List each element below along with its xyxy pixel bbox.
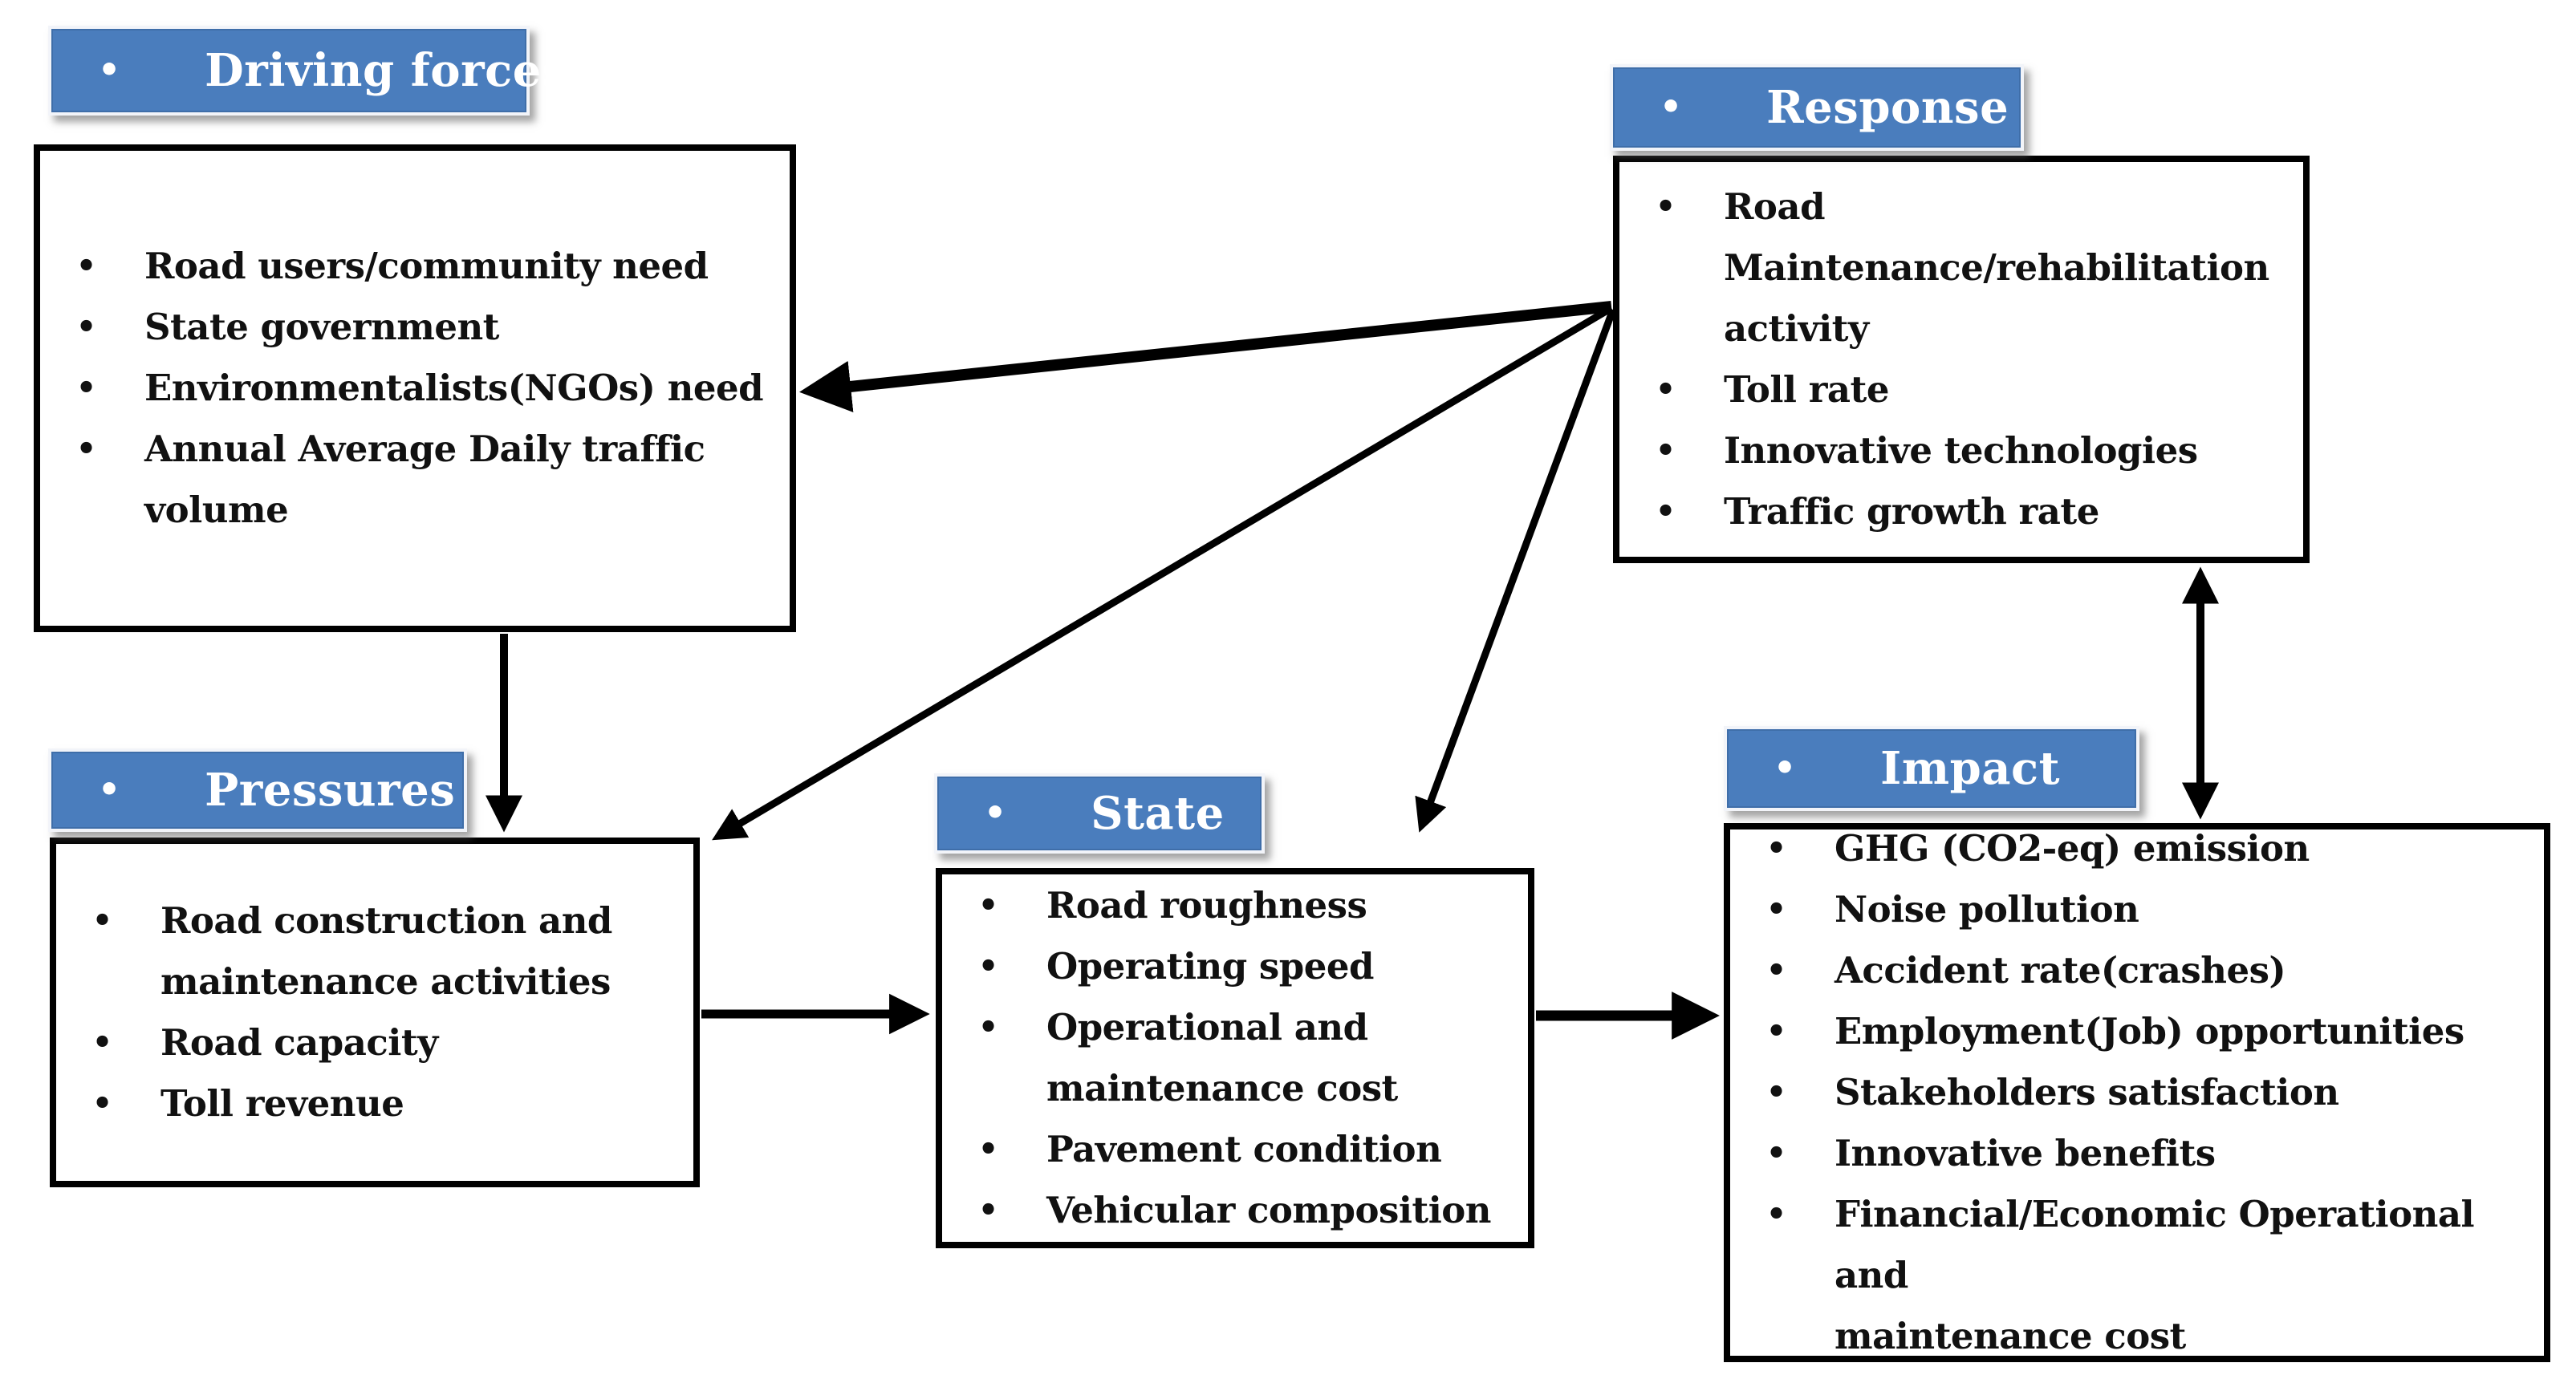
- arrow-response-to-driving-forces: [798, 301, 1612, 412]
- list-item: • Noise pollution: [1730, 879, 2544, 940]
- arrow-response-to-pressures: [712, 305, 1614, 841]
- arrow-response-to-state: [1415, 308, 1617, 833]
- list-item-text: Noise pollution: [1834, 888, 2139, 931]
- bullet-icon: •: [75, 430, 97, 468]
- list-item: • Pavement condition: [942, 1119, 1528, 1180]
- bullet-icon: •: [977, 947, 999, 985]
- list-item-text: Operating speed: [1046, 945, 1374, 988]
- list-item: • Road construction and maintenance acti…: [56, 890, 693, 1012]
- list-item-text: Road users/community need: [144, 245, 709, 287]
- bullet-icon: •: [91, 902, 113, 939]
- list-item-text: Financial/Economic Operational and maint…: [1834, 1193, 2475, 1357]
- bullet-icon: •: [1655, 493, 1676, 530]
- bullet-icon: •: [75, 308, 97, 346]
- impact-tag-label: Impact: [1880, 742, 2060, 795]
- list-item-text: State government: [144, 306, 499, 348]
- pressures-box: • Road construction and maintenance acti…: [50, 838, 700, 1187]
- list-item: • Financial/Economic Operational and mai…: [1730, 1184, 2544, 1367]
- list-item-text: Toll rate: [1724, 368, 1889, 411]
- list-item: • Road users/community need: [40, 236, 790, 297]
- bullet-icon: •: [1765, 1195, 1787, 1233]
- bullet-icon: •: [977, 886, 999, 924]
- bullet-icon: •: [977, 1191, 999, 1229]
- bullet-icon: •: [75, 369, 97, 407]
- pressures-tag-label: Pressures: [205, 764, 456, 817]
- bullet-icon: •: [1765, 1012, 1787, 1050]
- list-item: • Road Maintenance/rehabilitation activi…: [1619, 176, 2303, 359]
- bullet-icon: •: [1765, 829, 1787, 867]
- list-item: • State government: [40, 297, 790, 358]
- list-item: • Toll rate: [1619, 359, 2303, 420]
- list-item-text: Stakeholders satisfaction: [1834, 1071, 2339, 1113]
- list-item: • Operating speed: [942, 936, 1528, 997]
- list-item-text: Road construction and maintenance activi…: [160, 899, 612, 1003]
- list-item: • Innovative technologies: [1619, 420, 2303, 481]
- list-item-text: Innovative technologies: [1724, 429, 2198, 472]
- list-item: • Vehicular composition: [942, 1180, 1528, 1241]
- list-item-text: Accident rate(crashes): [1834, 949, 2286, 992]
- list-item-text: Annual Average Daily traffic volume: [144, 428, 705, 531]
- response-tag: • Response: [1610, 64, 2024, 151]
- list-item-text: GHG (CO2-eq) emission: [1834, 827, 2310, 870]
- impact-tag: • Impact: [1724, 726, 2139, 811]
- pressures-tag: • Pressures: [48, 748, 467, 832]
- bullet-icon: •: [1655, 432, 1676, 469]
- bullet-icon: •: [91, 1085, 113, 1122]
- list-item-text: Toll revenue: [160, 1082, 404, 1125]
- bullet-icon: •: [98, 50, 121, 91]
- driving-forces-tag-label: Driving forces: [205, 44, 567, 97]
- list-item-text: Employment(Job) opportunities: [1834, 1010, 2464, 1053]
- list-item-text: Vehicular composition: [1046, 1189, 1492, 1231]
- list-item: • Employment(Job) opportunities: [1730, 1001, 2544, 1062]
- list-item: • Environmentalists(NGOs) need: [40, 358, 790, 419]
- bullet-icon: •: [1655, 188, 1676, 225]
- response-box: • Road Maintenance/rehabilitation activi…: [1613, 156, 2310, 563]
- list-item-text: Innovative benefits: [1834, 1132, 2216, 1174]
- list-item: • Accident rate(crashes): [1730, 940, 2544, 1001]
- bullet-icon: •: [98, 769, 121, 810]
- bullet-icon: •: [1774, 748, 1797, 789]
- list-item: • GHG (CO2-eq) emission: [1730, 818, 2544, 879]
- list-item-text: Traffic growth rate: [1724, 490, 2099, 533]
- state-tag-label: State: [1091, 787, 1225, 840]
- list-item: • Annual Average Daily traffic volume: [40, 419, 790, 541]
- list-item: • Stakeholders satisfaction: [1730, 1062, 2544, 1123]
- state-tag: • State: [934, 773, 1265, 854]
- driving-forces-box: • Road users/community need • State gove…: [34, 144, 796, 632]
- bullet-icon: •: [91, 1024, 113, 1061]
- list-item: • Road roughness: [942, 875, 1528, 936]
- bullet-icon: •: [1765, 890, 1787, 928]
- list-item: • Operational and maintenance cost: [942, 997, 1528, 1119]
- response-tag-label: Response: [1766, 81, 2009, 134]
- bullet-icon: •: [1765, 951, 1787, 989]
- list-item-text: Pavement condition: [1046, 1128, 1442, 1170]
- bullet-icon: •: [977, 1008, 999, 1046]
- bullet-icon: •: [1765, 1134, 1787, 1172]
- list-item: • Road capacity: [56, 1012, 693, 1073]
- list-item-text: Road Maintenance/rehabilitation activity: [1724, 185, 2269, 350]
- impact-box: • GHG (CO2-eq) emission • Noise pollutio…: [1724, 823, 2550, 1362]
- bullet-icon: •: [977, 1130, 999, 1168]
- state-box: • Road roughness • Operating speed • Ope…: [936, 868, 1534, 1248]
- bullet-icon: •: [1655, 371, 1676, 408]
- list-item-text: Environmentalists(NGOs) need: [144, 367, 764, 409]
- list-item-text: Road roughness: [1046, 884, 1367, 927]
- bullet-icon: •: [75, 247, 97, 285]
- driving-forces-tag: • Driving forces: [48, 26, 567, 116]
- list-item: • Innovative benefits: [1730, 1123, 2544, 1184]
- list-item: • Traffic growth rate: [1619, 481, 2303, 542]
- list-item-text: Operational and maintenance cost: [1046, 1006, 1398, 1109]
- bullet-icon: •: [984, 793, 1007, 834]
- bullet-icon: •: [1765, 1073, 1787, 1111]
- list-item-text: Road capacity: [160, 1021, 438, 1064]
- list-item: • Toll revenue: [56, 1073, 693, 1134]
- bullet-icon: •: [1660, 87, 1683, 128]
